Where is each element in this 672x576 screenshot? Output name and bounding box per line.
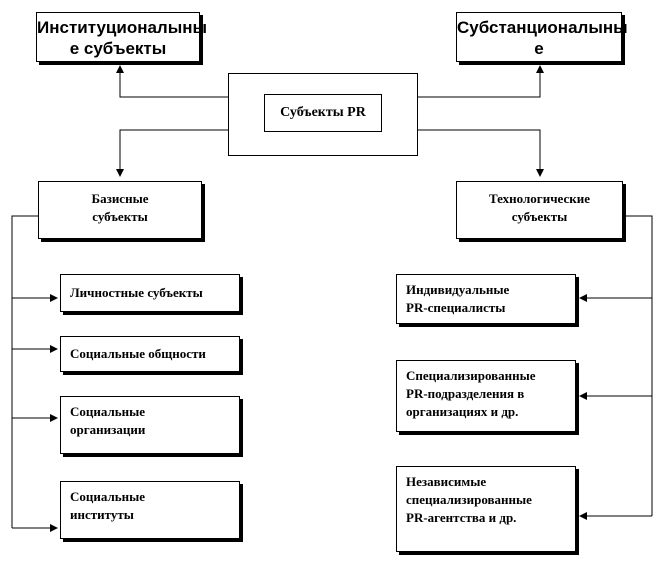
node-pr-subjects: Субъекты PR [264, 94, 382, 132]
node-substantial-subjects: Субстанционалыны е [456, 12, 628, 62]
edge-basic-spine [11, 215, 38, 528]
node-individual-pr-specialists: Индивидуальные PR-специалисты [396, 274, 576, 324]
node-specialized-pr-divisions: Специализированные PR-подразделения в ор… [396, 360, 576, 432]
node-social-organizations: Социальные организации [60, 396, 240, 454]
node-personal-subjects: Личностные субъекты [60, 274, 240, 312]
node-individual-label: Индивидуальные PR-специалисты [406, 282, 510, 315]
node-technological-label: Технологические субъекты [489, 191, 590, 224]
node-substantial-label: Субстанционалыны е [457, 18, 628, 58]
edge-center-to-institutional [116, 65, 228, 98]
node-divisions-label: Специализированные PR-подразделения в ор… [406, 368, 536, 419]
node-social-institutes: Социальные институты [60, 481, 240, 539]
node-independent-pr-agencies: Независимые специализированные PR-агентс… [396, 466, 576, 552]
center-frame [228, 73, 418, 156]
node-institutional-label: Институционалыны е субъекты [37, 18, 208, 58]
node-institutes-label: Социальные институты [70, 489, 146, 522]
edge-technological-spine [623, 215, 653, 516]
edge-center-to-basic [116, 129, 228, 177]
node-personal-label: Личностные субъекты [70, 285, 203, 300]
node-institutional-subjects: Институционалыны е субъекты [36, 12, 208, 62]
edge-center-to-technological [418, 129, 544, 177]
edge-center-to-substantial [418, 65, 544, 98]
node-social-communities: Социальные общности [60, 336, 240, 372]
node-communities-label: Социальные общности [70, 346, 206, 361]
node-pr-subjects-label: Субъекты PR [280, 105, 366, 120]
node-basic-subjects: Базисные субъекты [38, 181, 202, 239]
node-organizations-label: Социальные организации [70, 404, 146, 437]
node-agencies-label: Независимые специализированные PR-агентс… [406, 474, 532, 525]
node-technological-subjects: Технологические субъекты [456, 181, 623, 239]
node-basic-label: Базисные субъекты [91, 191, 149, 224]
